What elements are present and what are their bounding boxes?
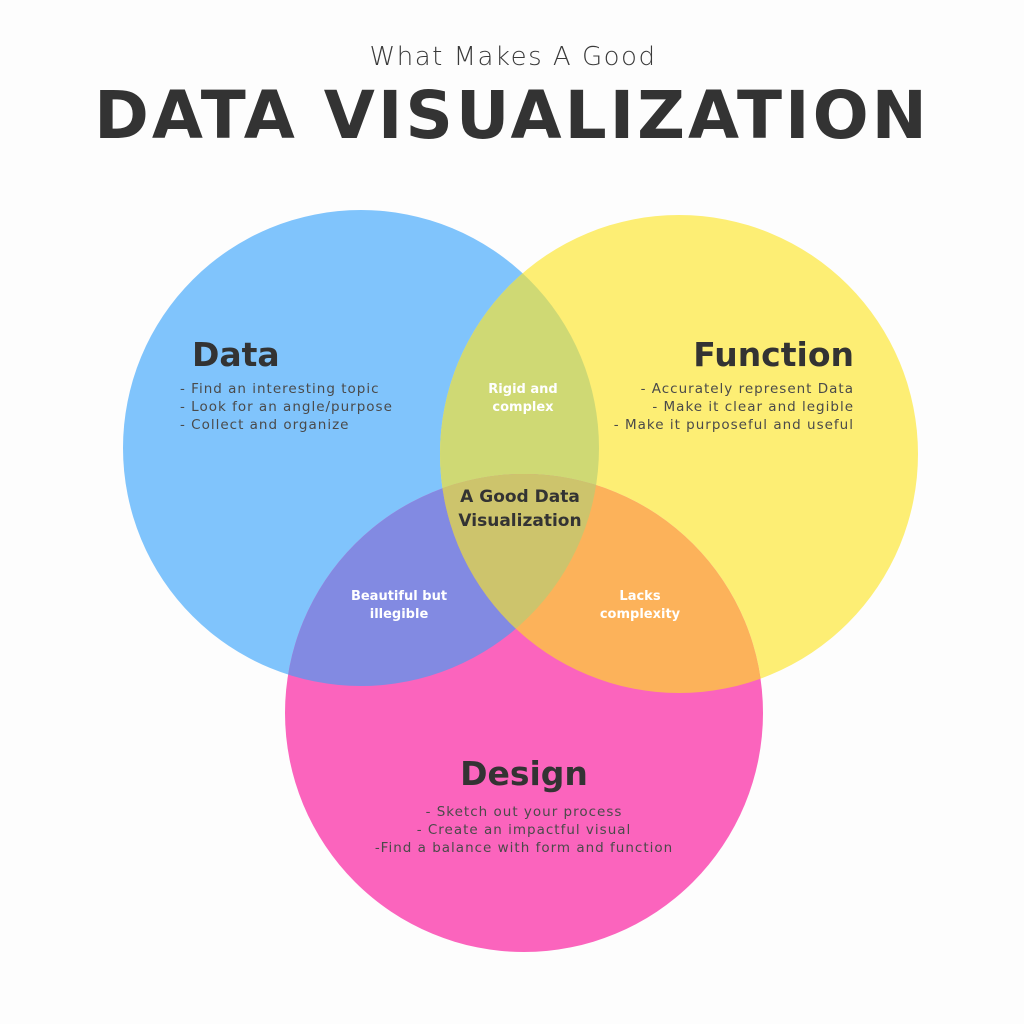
data-section: Data - Find an interesting topic - Look … bbox=[180, 336, 393, 434]
function-bullets: - Accurately represent Data - Make it cl… bbox=[614, 380, 854, 434]
overlap-label-data-design: Beautiful but illegible bbox=[350, 589, 448, 622]
function-bullet: - Accurately represent Data bbox=[640, 381, 854, 397]
overlap-data-design bbox=[285, 474, 599, 686]
center-label: A Good Data Visualization bbox=[458, 487, 582, 531]
design-heading: Design bbox=[460, 754, 588, 793]
design-section: Design - Sketch out your process - Creat… bbox=[324, 755, 724, 857]
data-bullets: - Find an interesting topic - Look for a… bbox=[180, 380, 393, 434]
function-heading: Function bbox=[693, 335, 854, 374]
function-bullet: - Make it clear and legible bbox=[652, 399, 854, 415]
function-section: Function - Accurately represent Data - M… bbox=[614, 336, 854, 434]
data-bullet: - Collect and organize bbox=[180, 417, 350, 433]
overlap-label-function-design: Lacks complexity bbox=[599, 589, 681, 622]
page-title: DATA VISUALIZATION bbox=[94, 77, 930, 154]
function-bullet: - Make it purposeful and useful bbox=[613, 417, 854, 433]
subtitle: What Makes A Good bbox=[369, 42, 657, 72]
data-heading: Data bbox=[192, 335, 280, 374]
data-bullet: - Look for an angle/purpose bbox=[180, 399, 393, 415]
design-bullets: - Sketch out your process - Create an im… bbox=[324, 803, 724, 857]
design-bullet: - Create an impactful visual bbox=[416, 822, 632, 838]
design-bullet: - Sketch out your process bbox=[425, 804, 623, 820]
overlap-label-data-function: Rigid and complex bbox=[488, 382, 558, 415]
design-bullet: -Find a balance with form and function bbox=[374, 840, 674, 856]
data-bullet: - Find an interesting topic bbox=[180, 381, 380, 397]
